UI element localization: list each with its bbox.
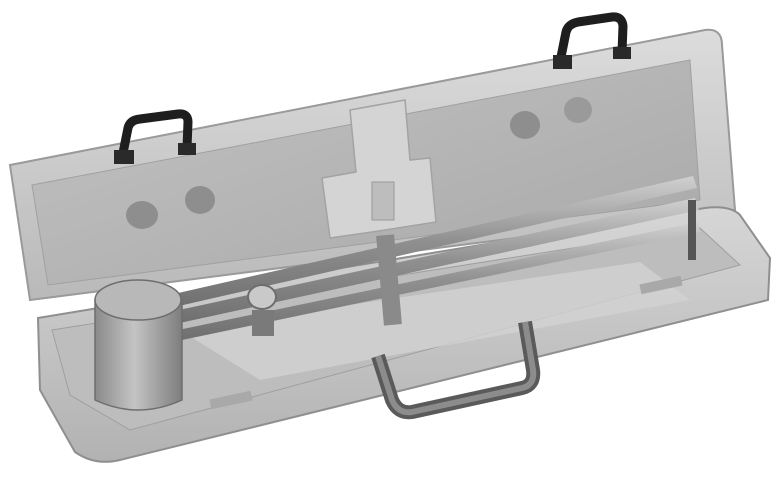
cylinder-mold bbox=[94, 279, 183, 411]
lid-hole-icon bbox=[126, 201, 158, 229]
lid-handle-right-icon bbox=[553, 12, 631, 69]
latch-right-icon bbox=[639, 275, 683, 295]
hammer-fitting bbox=[247, 234, 402, 336]
front-handle-icon bbox=[371, 320, 541, 420]
lid-hole-icon bbox=[510, 111, 540, 139]
lid-hole-icon bbox=[185, 186, 215, 214]
lid-handle-left-icon bbox=[114, 109, 196, 164]
lid-center-bracket bbox=[321, 99, 437, 239]
lid-hole-icon bbox=[564, 97, 592, 123]
rod-set bbox=[165, 176, 700, 340]
latch-left-icon bbox=[209, 390, 253, 410]
